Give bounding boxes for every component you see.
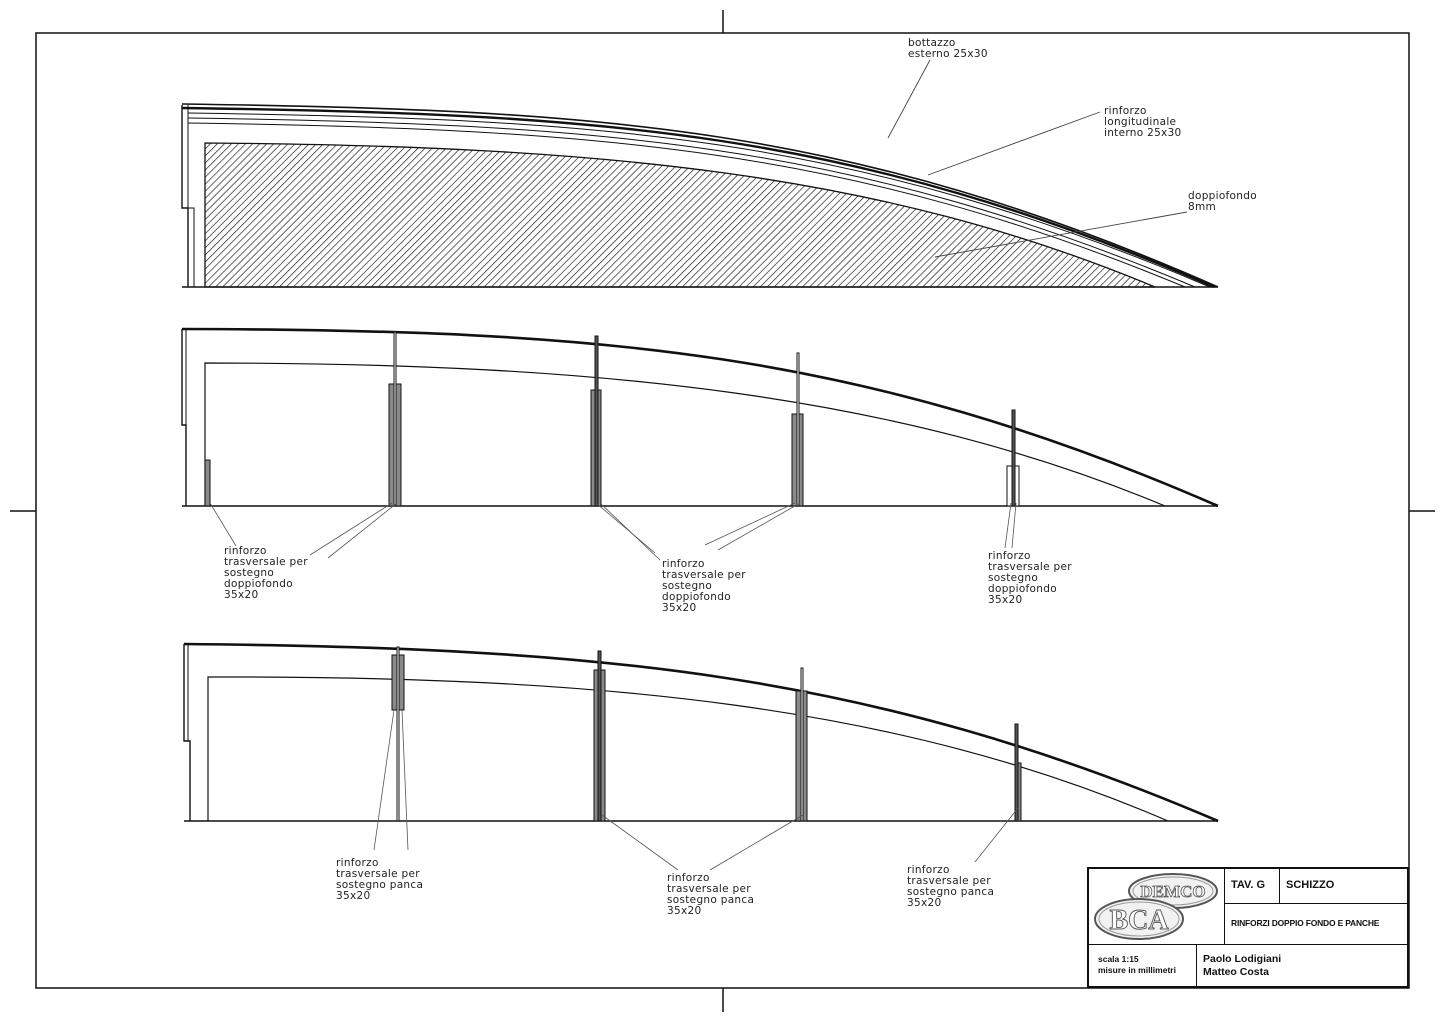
author-1: Paolo Lodigiani [1203, 953, 1282, 965]
label-trasversale-panca-2: rinforzo trasversale per sostegno panca … [667, 872, 755, 917]
label-trasversale-doppiofondo-3: rinforzo trasversale per sostegno doppio… [988, 550, 1072, 606]
company-logo: DEMCO BCA [1089, 869, 1225, 945]
scale-info: scala 1:15 misure in millimetri [1089, 945, 1197, 988]
label-doppiofondo: doppiofondo 8mm [1188, 190, 1257, 213]
view-3-leaders [373, 709, 1019, 871]
view-2-transverse-bottom-reinforcements [181, 327, 1219, 508]
view-1-longitudinal-section [181, 103, 1219, 289]
logo-ovals-icon: DEMCO BCA [1094, 873, 1218, 940]
logo-bottom-text: BCA [1109, 905, 1169, 936]
view-3-reinforcement-posts [391, 646, 1022, 822]
label-trasversale-panca-3: rinforzo trasversale per sostegno panca … [907, 864, 995, 909]
scale-value: scala 1:15 [1098, 954, 1139, 964]
label-bottazzo-esterno: bottazzo esterno 25x30 [908, 37, 988, 60]
view-1-leaders [887, 59, 1188, 258]
title-block: DEMCO BCA TAV. G SCHIZZO RINFORZI DOPPIO… [1087, 867, 1409, 988]
view-2-reinforcement-posts [204, 331, 1020, 507]
sheet-number: TAV. G [1225, 869, 1280, 904]
label-rinforzo-longitudinale: rinforzo longitudinale interno 25x30 [1104, 105, 1182, 139]
sheet-frame [10, 10, 1435, 1012]
units-note: misure in millimetri [1098, 965, 1176, 975]
author-2: Matteo Costa [1203, 966, 1269, 978]
drawing-type: SCHIZZO [1280, 869, 1409, 904]
view-2-leaders [209, 502, 1017, 561]
drawing-title: RINFORZI DOPPIO FONDO E PANCHE [1225, 904, 1409, 945]
logo-top-text: DEMCO [1140, 882, 1205, 901]
view-3-bench-support-reinforcements [183, 642, 1219, 823]
authors: Paolo Lodigiani Matteo Costa [1197, 945, 1409, 988]
label-trasversale-panca-1: rinforzo trasversale per sostegno panca … [336, 857, 424, 902]
label-trasversale-doppiofondo-1: rinforzo trasversale per sostegno doppio… [224, 545, 308, 601]
label-trasversale-doppiofondo-2: rinforzo trasversale per sostegno doppio… [662, 558, 746, 614]
